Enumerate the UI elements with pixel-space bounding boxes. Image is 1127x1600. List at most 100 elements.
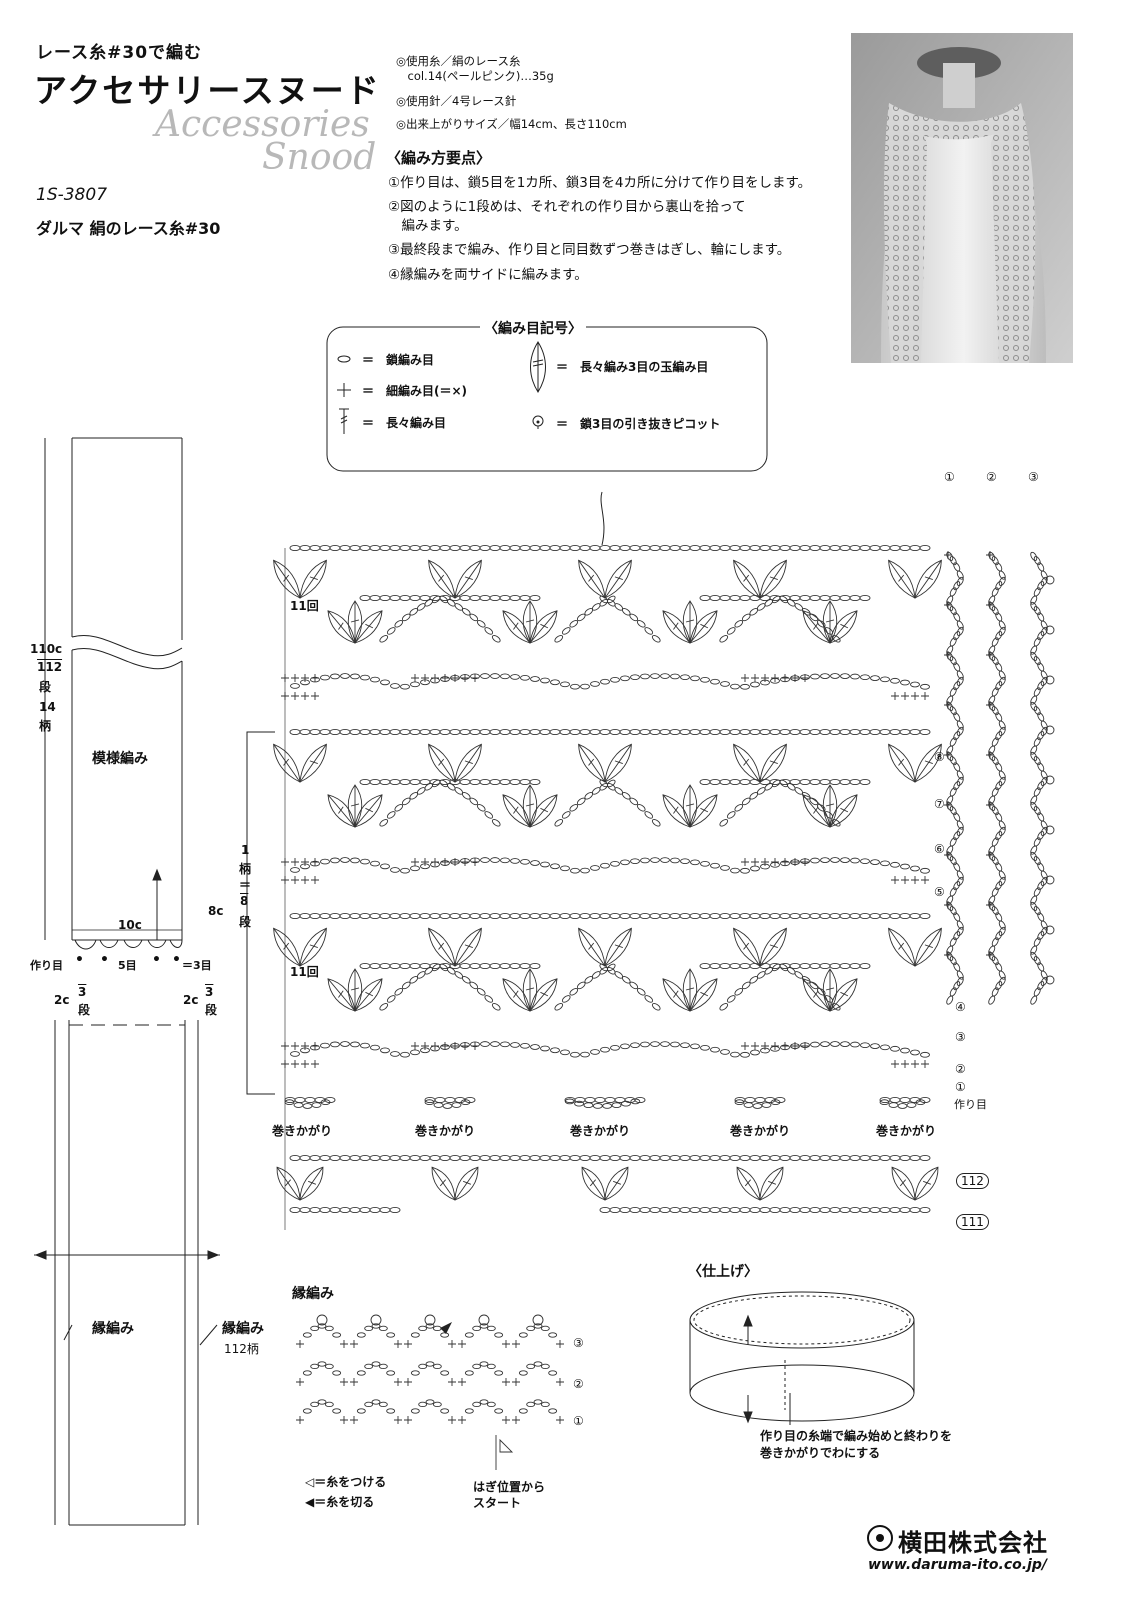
single-crochet-stitch: [751, 858, 759, 866]
single-crochet-stitch: [394, 1340, 402, 1348]
chain-stitch: [779, 595, 789, 604]
chain-stitch: [636, 988, 646, 996]
chain-stitch: [620, 859, 630, 866]
chain-stitch: [309, 912, 321, 920]
chain-stitch: [729, 1154, 741, 1162]
chain-stitch: [330, 1041, 340, 1048]
chain-stitch: [1030, 845, 1038, 855]
chain-stitch: [779, 544, 791, 552]
chain-stitch: [1030, 901, 1038, 911]
seam-label: 巻きかがり: [415, 1124, 476, 1138]
chain-stitch: [570, 683, 580, 690]
chain-stitch: [995, 981, 1003, 991]
chain-stitch: [949, 587, 957, 597]
chain-stitch: [410, 681, 420, 688]
chain-stitch: [359, 1154, 371, 1162]
chain-stitch: [809, 1154, 821, 1162]
chain-stitch: [726, 995, 736, 1003]
single-crochet-stitch: [421, 858, 429, 866]
cluster-stitch: [354, 978, 383, 1012]
chain-stitch: [953, 581, 961, 591]
chain-stitch: [1033, 837, 1041, 847]
chain-stitch: [410, 1332, 420, 1338]
chain-stitch: [824, 811, 834, 819]
chain-stitch: [356, 1370, 366, 1376]
chain-stitch: [359, 962, 371, 970]
chain-stitch: [998, 570, 1006, 580]
chain-stitch: [359, 912, 371, 920]
chain-stitch: [769, 1154, 781, 1162]
chain-stitch: [389, 594, 401, 602]
single-crochet-stitch: [921, 1060, 929, 1068]
chain-stitch: [719, 1154, 731, 1162]
chain-stitch: [779, 963, 789, 972]
cluster-stitch: [662, 794, 691, 828]
cluster-stitch: [529, 794, 558, 828]
chain-stitch: [584, 1096, 596, 1104]
chain-stitch: [1033, 956, 1041, 966]
chain-stitch: [949, 937, 957, 947]
chain-stitch: [699, 594, 711, 602]
chain-stitch: [1030, 945, 1038, 955]
chain-stitch: [734, 988, 744, 996]
chain-stitch: [710, 678, 720, 685]
chain-stitch: [839, 544, 851, 552]
cluster-stitch: [454, 1166, 479, 1201]
cast-on-dot: •: [172, 952, 181, 968]
chain-stitch: [302, 1370, 312, 1376]
chain-stitch: [560, 1049, 570, 1056]
chain-stitch: [850, 673, 860, 680]
chain-stitch: [998, 820, 1006, 830]
chain-stitch: [510, 858, 520, 864]
chain-stitch: [519, 778, 531, 786]
chain-stitch: [649, 912, 661, 920]
chain-stitch: [526, 1363, 536, 1370]
chain-stitch: [540, 861, 550, 868]
chain-stitch: [592, 1103, 603, 1109]
chain-stitch: [479, 1399, 489, 1405]
chain-stitch: [819, 778, 831, 786]
chain-stitch: [599, 1154, 611, 1162]
rows-unit: 段: [39, 680, 52, 694]
chain-stitch: [529, 1154, 541, 1162]
chain-stitch: [799, 544, 811, 552]
chain-stitch: [949, 687, 957, 697]
chain-stitch: [594, 1096, 606, 1104]
single-crochet-stitch: [451, 1042, 459, 1050]
single-crochet-stitch: [448, 1416, 456, 1424]
chain-stitch: [629, 1154, 641, 1162]
cluster-stitch: [689, 978, 718, 1012]
chain-stitch: [769, 544, 781, 552]
rows-number: 112: [37, 660, 63, 674]
chain-stitch: [839, 728, 851, 736]
chain-stitch: [339, 728, 351, 736]
chain-stitch: [634, 1096, 646, 1104]
chain-stitch: [359, 728, 371, 736]
legend-label: ＝ 鎖3目の引き抜きピコット: [556, 417, 721, 431]
chain-stitch: [995, 931, 1003, 941]
single-crochet-stitch: [411, 858, 419, 866]
chain-stitch: [1033, 687, 1041, 697]
picot-stitch: [1045, 625, 1055, 635]
chain-stitch: [609, 1154, 621, 1162]
cluster-stitch: [273, 927, 301, 967]
chain-stitch: [449, 544, 461, 552]
chain-stitch: [919, 1206, 931, 1214]
edge-repeats: 112柄: [224, 1342, 259, 1356]
single-crochet-stitch: [944, 651, 952, 659]
chain-stitch: [699, 778, 711, 786]
chain-stitch: [1037, 562, 1045, 572]
chain-stitch: [1033, 787, 1041, 797]
chain-stitch: [399, 544, 411, 552]
picot-icon: [532, 415, 544, 429]
chain-stitch: [830, 673, 840, 679]
single-crochet-stitch: [944, 601, 952, 609]
chain-stitch: [619, 1206, 631, 1214]
chain-stitch: [920, 1051, 930, 1058]
picot-stitch: [1045, 875, 1055, 885]
company-url[interactable]: www.daruma-ito.co.jp/: [868, 1557, 1048, 1573]
chain-stitch: [849, 1206, 861, 1214]
chain-stitch: [719, 912, 731, 920]
chain-stitch: [953, 812, 961, 822]
edging-row: ①: [573, 1414, 584, 1428]
